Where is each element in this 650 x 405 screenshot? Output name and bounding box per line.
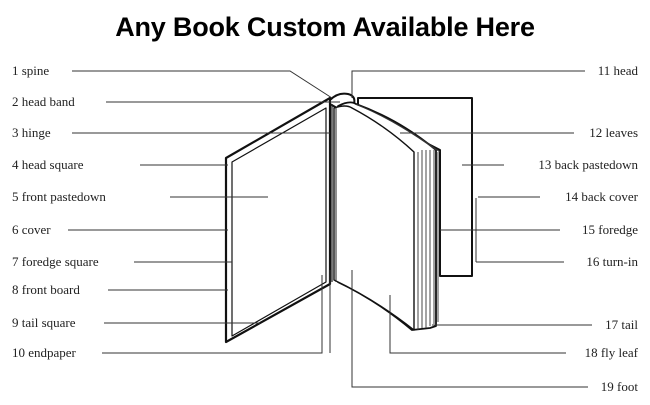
label-tail: 17 tail — [605, 317, 638, 332]
label-front-board: 8 front board — [12, 282, 80, 297]
label-foot: 19 foot — [601, 379, 639, 394]
label-head: 11 head — [598, 63, 639, 78]
fly-leaf-shape — [333, 105, 415, 331]
label-foredge: 15 foredge — [582, 222, 638, 237]
head-edge-lines — [355, 103, 441, 153]
label-head-band: 2 head band — [12, 94, 75, 109]
label-back-cover: 14 back cover — [565, 189, 639, 204]
label-fly-leaf: 18 fly leaf — [585, 345, 639, 360]
leader-lines — [68, 70, 592, 388]
label-turn-in: 16 turn-in — [586, 254, 638, 269]
book-illustration — [224, 92, 473, 344]
label-head-square: 4 head square — [12, 157, 84, 172]
labels-left: 1 spine 2 head band 3 hinge 4 head squar… — [12, 63, 106, 360]
label-back-pastedown: 13 back pastedown — [538, 157, 638, 172]
label-leaves: 12 leaves — [589, 125, 638, 140]
label-spine: 1 spine — [12, 63, 49, 78]
label-foredge-square: 7 foredge square — [12, 254, 99, 269]
front-pastedown-shape — [231, 107, 327, 337]
label-endpaper: 10 endpaper — [12, 345, 77, 360]
page-title: Any Book Custom Available Here — [115, 12, 535, 42]
label-tail-square: 9 tail square — [12, 315, 76, 330]
foredge-lines — [417, 150, 439, 330]
label-front-pastedown: 5 front pastedown — [12, 189, 106, 204]
label-cover: 6 cover — [12, 222, 51, 237]
labels-right: 11 head 12 leaves 13 back pastedown 14 b… — [538, 63, 638, 394]
label-hinge: 3 hinge — [12, 125, 51, 140]
